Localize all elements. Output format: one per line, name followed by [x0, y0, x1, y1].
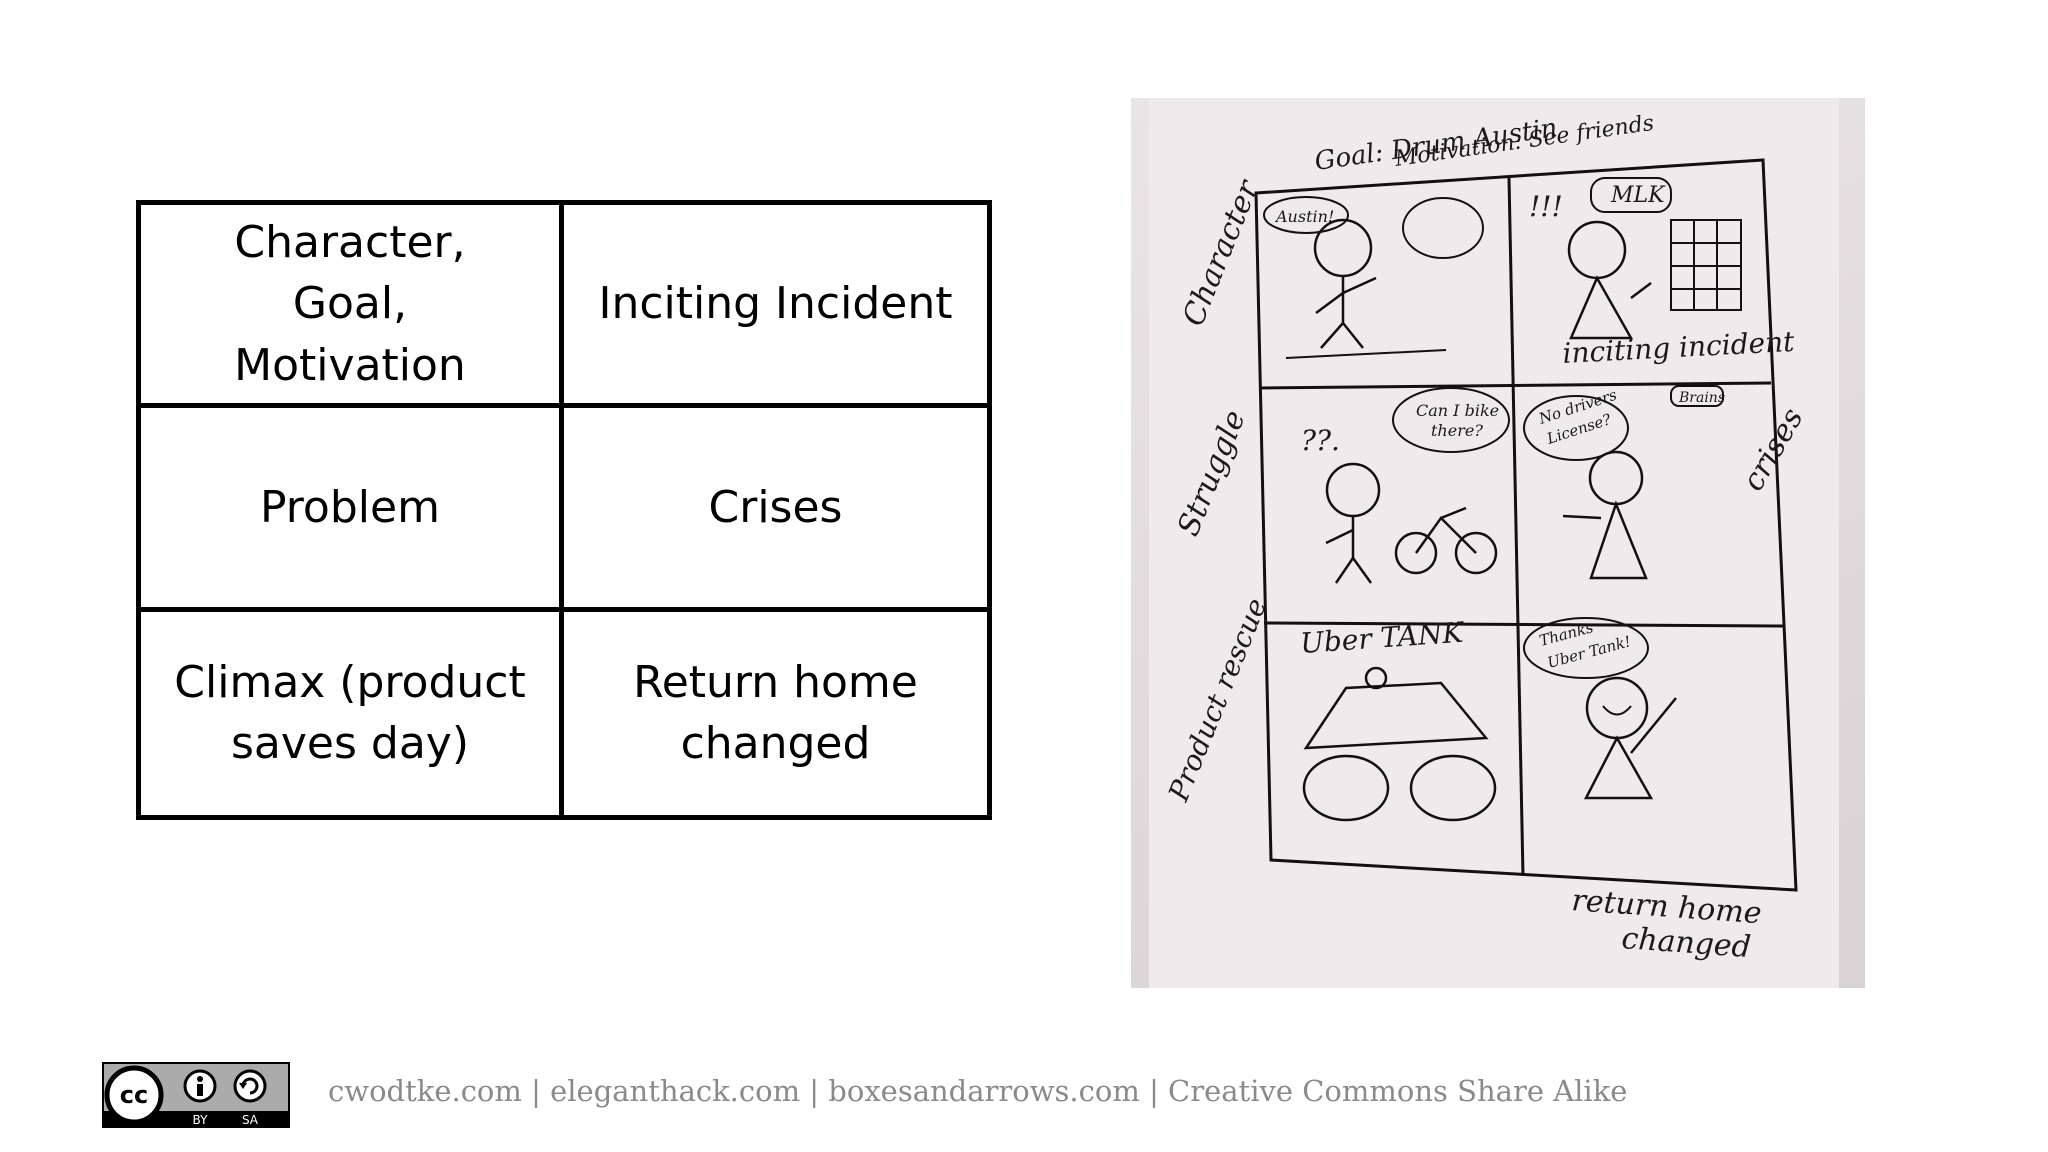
creative-commons-by-sa-icon: cc BY SA — [102, 1062, 290, 1128]
bubble-brains-text: Brains — [1678, 390, 1725, 406]
bubble-thanks — [1523, 617, 1649, 679]
storyboard-sketch: Goal: Drum Austin Motivation: See friend… — [1149, 98, 1839, 988]
character-body-4 — [1562, 500, 1648, 580]
storyboard-frame — [1254, 158, 1798, 892]
cc-mark: cc — [120, 1081, 148, 1109]
bubble-austin — [1263, 196, 1349, 234]
ground-line — [1285, 349, 1447, 359]
character-smile — [1602, 705, 1632, 716]
storyboard-row-divider-1 — [1258, 381, 1772, 390]
cc-by-label: BY — [193, 1113, 209, 1127]
character-body-3 — [1325, 516, 1373, 584]
storyboard-row-divider-2 — [1263, 621, 1784, 628]
bubble-mlk — [1590, 177, 1672, 213]
grid-cell-crises: Crises — [564, 408, 987, 612]
cc-circle-icon — [104, 1065, 164, 1125]
storyboard-vertical-divider — [1507, 177, 1525, 877]
bubble-can-i-bike-text-2: there? — [1431, 421, 1483, 440]
storyboard-photo: Goal: Drum Austin Motivation: See friend… — [1131, 98, 1865, 988]
grid-cell-problem: Problem — [141, 408, 564, 612]
character-body — [1315, 276, 1377, 349]
bubble-mlk-text: MLK — [1610, 183, 1666, 208]
cc-sa-label: SA — [242, 1113, 259, 1127]
bubble-can-i-bike — [1392, 387, 1510, 453]
grid-cell-climax: Climax (product saves day) — [141, 611, 564, 815]
bubble-brains — [1670, 385, 1724, 407]
grid-cell-inciting-incident: Inciting Incident — [564, 205, 987, 409]
character-body-6 — [1583, 697, 1677, 800]
footer-credits: cwodtke.com | eleganthack.com | boxesand… — [328, 1074, 1628, 1108]
thought-bubble-drums — [1402, 197, 1484, 259]
calendar-icon — [1670, 219, 1742, 311]
exclaim-marks: !!! — [1529, 190, 1563, 223]
bubble-no-drivers — [1523, 395, 1629, 461]
character-body-2 — [1569, 275, 1652, 340]
question-marks: ??. — [1301, 424, 1340, 457]
bubble-can-i-bike-text-1: Can I bike — [1416, 401, 1499, 420]
grid-cell-character-goal-motivation: Character, Goal, Motivation — [141, 205, 564, 409]
uber-tank-vehicle — [1302, 666, 1497, 822]
share-alike-icon — [233, 1069, 267, 1103]
bubble-austin-text: Austin! — [1274, 207, 1334, 226]
grid-cell-return-home: Return home changed — [633, 656, 918, 770]
bicycle-icon — [1394, 506, 1498, 575]
story-structure-grid: Character, Goal, Motivation Inciting Inc… — [136, 200, 992, 820]
